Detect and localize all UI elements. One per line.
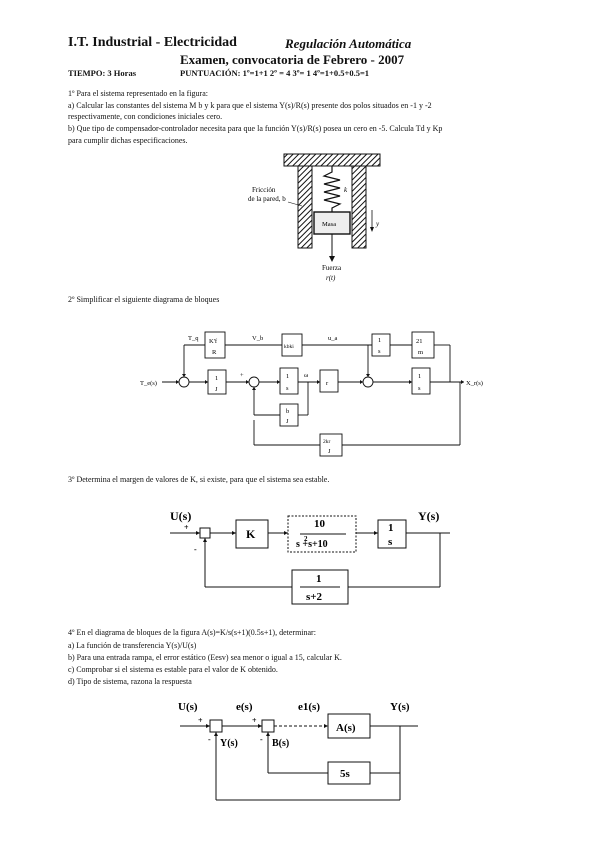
q3-block-diagram: U(s) Y(s) + - K 10 s +s+10 2 1 s 1 s+2 bbox=[170, 509, 450, 605]
header-subject: Regulación Automática bbox=[285, 36, 412, 51]
q2-label-ua: u_a bbox=[328, 335, 338, 342]
q1-b-line2: para cumplir dichas especificaciones. bbox=[68, 136, 188, 145]
q1-b-line1: b) Que tipo de compensador-controlador n… bbox=[68, 124, 443, 133]
q2-label-tq: T_q bbox=[188, 335, 199, 342]
q4-b: b) Para una entrada rampa, el error está… bbox=[68, 653, 342, 662]
q3-fb-den: s+2 bbox=[306, 591, 323, 603]
fig-friction-2: de la pared, b bbox=[248, 195, 286, 203]
q2-label-one-mid: 1 bbox=[286, 373, 289, 380]
q4-Y: Y(s) bbox=[390, 701, 410, 713]
sum-2 bbox=[248, 376, 260, 388]
q4-a: a) La función de transferencia Y(s)/U(s) bbox=[68, 641, 197, 650]
q3-sup: 2 bbox=[304, 535, 308, 543]
q4-sum-1 bbox=[209, 719, 223, 733]
header-time: TIEMPO: 3 Horas bbox=[68, 68, 136, 78]
q2-label-m: m bbox=[418, 349, 423, 356]
q2-label-one-j: 1 bbox=[215, 375, 218, 382]
q3-fb-one: 1 bbox=[316, 573, 322, 585]
q3-block-plant bbox=[287, 515, 357, 553]
q2-label-omega: ω bbox=[304, 372, 309, 379]
q2-label-2kr: 2kr bbox=[323, 439, 331, 445]
q4-minus-2: - bbox=[260, 735, 263, 744]
q1-a-line2: respectivamente, con condiciones inicial… bbox=[68, 112, 223, 121]
sum-1 bbox=[178, 376, 190, 388]
fig-force-2: r(t) bbox=[326, 274, 336, 282]
q2-intro: 2º Simplificar el siguiente diagrama de … bbox=[68, 295, 220, 304]
q4-minus-1: - bbox=[208, 735, 211, 744]
q4-plus-1: + bbox=[198, 716, 203, 725]
q2-label-j-bottom: J bbox=[328, 448, 331, 455]
force-arrowhead bbox=[329, 256, 335, 262]
block-1-s-right bbox=[411, 367, 431, 395]
q4-sum-2 bbox=[261, 719, 275, 733]
header-exam: Examen, convocatoria de Febrero - 2007 bbox=[180, 52, 405, 67]
sum-3 bbox=[362, 376, 374, 388]
q4-d: d) Tipo de sistema, razona la respuesta bbox=[68, 677, 192, 686]
q2-label-one-right: 1 bbox=[418, 373, 421, 380]
q4-block-diagram: U(s) e(s) e1(s) Y(s) + + - - A(s) Y(s) B… bbox=[178, 701, 418, 801]
block-2kr-j bbox=[319, 433, 343, 457]
q1-intro: 1º Para el sistema representado en la fi… bbox=[68, 89, 208, 98]
q2-label-output: X_r(s) bbox=[466, 380, 483, 387]
q3-s: s bbox=[388, 536, 393, 548]
q1-mass-spring-figure: Fricción de la pared, b k Masa y Fuerza … bbox=[248, 153, 381, 282]
block-1-s-mid bbox=[279, 367, 299, 395]
q3-block-1-s bbox=[377, 519, 407, 549]
q2-label-kbki: kbki bbox=[284, 344, 294, 350]
q1-a-line1: a) Calcular las constantes del sistema M… bbox=[68, 101, 432, 110]
q2-label-r: R bbox=[212, 349, 217, 356]
q2-label-rr: r bbox=[326, 380, 329, 387]
q3-K: K bbox=[246, 527, 256, 541]
q2-label-s-right: s bbox=[418, 385, 421, 392]
q2-label-21: 21 bbox=[416, 338, 423, 345]
q4-e1: e1(s) bbox=[298, 701, 320, 713]
spring bbox=[322, 166, 342, 212]
q4-plus-2: + bbox=[252, 716, 257, 725]
q2-label-j-fb: J bbox=[286, 418, 289, 425]
q4-e: e(s) bbox=[236, 701, 253, 713]
q4-intro: 4º En el diagrama de bloques de la figur… bbox=[68, 628, 316, 637]
q2-label-j: J bbox=[215, 386, 218, 393]
q4-c: c) Comprobar si el sistema es estable pa… bbox=[68, 665, 278, 674]
q4-Yfb: Y(s) bbox=[220, 738, 238, 749]
q2-label-kf: K'f bbox=[209, 338, 218, 345]
block-r bbox=[319, 369, 339, 393]
q2-label-s-top: s bbox=[378, 348, 381, 355]
q3-one: 1 bbox=[388, 522, 394, 534]
q3-plus: + bbox=[184, 523, 189, 532]
q3-num: 10 bbox=[314, 518, 326, 530]
q2-label-input: T_e(s) bbox=[140, 380, 157, 387]
q2-label-b: b bbox=[286, 408, 289, 415]
q2-block-diagram: T_q K'f R V_b kbki u_a 1 s 21 m T_e(s) 1… bbox=[140, 331, 483, 457]
fig-force-1: Fuerza bbox=[322, 264, 342, 272]
q3-intro: 3º Determina el margen de valores de K, … bbox=[68, 475, 330, 484]
q2-label-one-top: 1 bbox=[378, 337, 381, 344]
q2-label-s-mid: s bbox=[286, 385, 289, 392]
q4-B: B(s) bbox=[272, 738, 289, 749]
fig-mass: Masa bbox=[322, 221, 336, 228]
header-score: PUNTUACIÓN: 1º=1+1 2º = 4 3º= 1 4º=1+0.5… bbox=[180, 68, 370, 78]
ceiling-block bbox=[283, 153, 381, 167]
fig-friction-1: Fricción bbox=[252, 186, 276, 194]
q3-block-k bbox=[235, 519, 269, 549]
q3-den: s +s+10 bbox=[296, 539, 328, 550]
q2-label-plus-2: + bbox=[240, 372, 244, 379]
q4-U: U(s) bbox=[178, 701, 198, 713]
q3-minus: - bbox=[194, 545, 197, 554]
q4-5s: 5s bbox=[340, 768, 351, 780]
left-wall bbox=[297, 165, 313, 249]
q3-sum bbox=[199, 527, 211, 539]
q2-label-vb: V_b bbox=[252, 335, 263, 342]
header-title: I.T. Industrial - Electricidad bbox=[68, 35, 237, 50]
right-wall bbox=[351, 165, 367, 249]
q3-U: U(s) bbox=[170, 509, 191, 523]
fig-k: k bbox=[344, 186, 348, 194]
q3-Y: Y(s) bbox=[418, 509, 439, 523]
fig-y: y bbox=[375, 220, 380, 228]
q4-A: A(s) bbox=[336, 722, 356, 734]
